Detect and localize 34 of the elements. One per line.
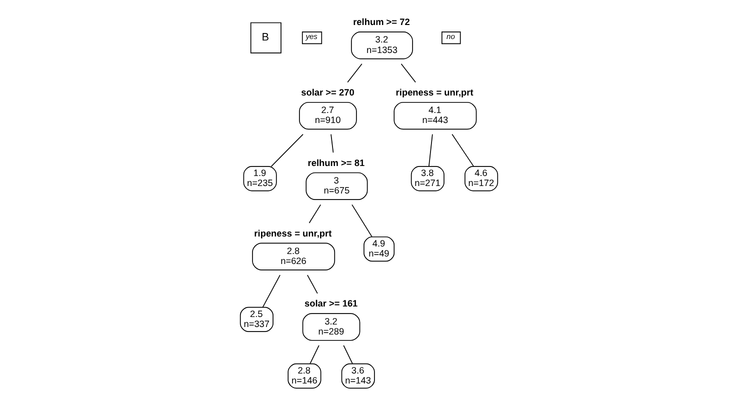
node-box: no: [442, 32, 461, 44]
node-box: 4.9 n=49: [364, 236, 395, 262]
node-box: 3.6 n=143: [341, 363, 375, 389]
node-box: B: [250, 22, 282, 54]
connector: [310, 345, 320, 364]
node-label: ripeness = unr,prt: [254, 228, 332, 238]
connector: [352, 204, 372, 238]
connector: [428, 134, 433, 167]
connector: [452, 134, 474, 167]
node-box: 4.6 n=172: [464, 166, 498, 192]
node-label: solar >= 270: [301, 87, 354, 98]
connector: [270, 134, 304, 167]
node-label: relhum >= 81: [308, 158, 365, 168]
node-box: 3.2 n=1353: [350, 32, 413, 60]
node-box: 4.1 n=443: [394, 102, 477, 130]
node-box: 2.8 n=146: [288, 363, 322, 389]
connector: [262, 274, 280, 308]
node-box: 2.8 n=626: [252, 242, 336, 270]
connector: [330, 134, 334, 154]
connector: [306, 274, 318, 294]
node-label: ripeness = unr,prt: [396, 87, 474, 98]
node-box: 3.2 n=289: [302, 313, 360, 341]
node-box: yes: [302, 32, 322, 44]
connector: [308, 204, 322, 224]
node-box: 1.9 n=235: [243, 166, 277, 192]
node-label: relhum >= 72: [353, 17, 410, 28]
connector: [400, 63, 416, 83]
node-box: 2.5 n=337: [240, 306, 274, 332]
node-label: solar >= 161: [304, 298, 358, 309]
connector: [347, 63, 362, 83]
node-box: 3.8 n=271: [410, 166, 444, 192]
connector: [343, 345, 353, 364]
node-box: 2.7 n=910: [299, 102, 357, 130]
node-box: 3 n=675: [306, 172, 368, 200]
